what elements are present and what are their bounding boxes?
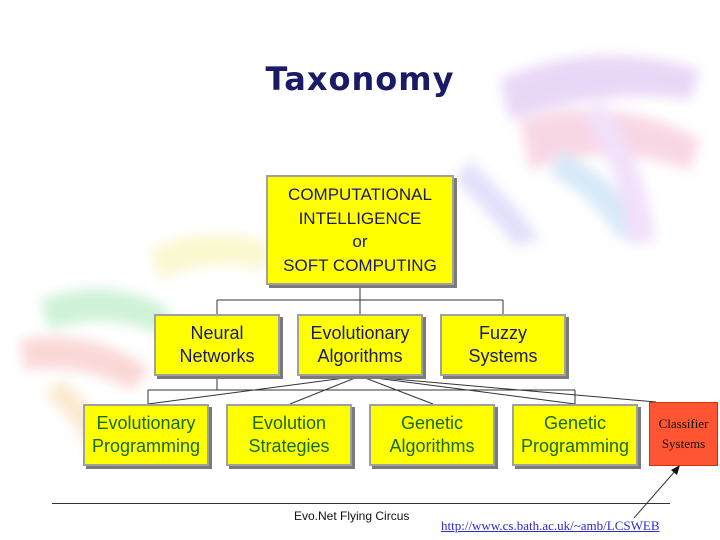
- node-evolutionary-algorithms: Evolutionary Algorithms: [297, 314, 423, 376]
- footer-text: Evo.Net Flying Circus: [294, 509, 410, 523]
- slide-title: Taxonomy: [265, 60, 455, 98]
- url-arrow-head: [671, 465, 680, 475]
- fan-evstrat-line: [289, 375, 361, 405]
- footer-divider: [52, 503, 670, 504]
- fan-genalg-line: [359, 375, 434, 405]
- root-node: COMPUTATIONAL INTELLIGENCE or SOFT COMPU…: [266, 175, 454, 285]
- node-classifier-systems: Classifier Systems: [649, 402, 718, 466]
- node-fuzzy-systems: Fuzzy Systems: [440, 314, 566, 376]
- fan-evprog-line: [147, 375, 361, 405]
- fan-classifier-line: [359, 375, 657, 403]
- node-neural-networks: Neural Networks: [154, 314, 280, 376]
- node-genetic-programming: Genetic Programming: [512, 404, 638, 466]
- fan-genprog-line: [359, 375, 576, 405]
- classifier-url-link[interactable]: http://www.cs.bath.ac.uk/~amb/LCSWEB: [441, 518, 660, 533]
- node-genetic-algorithms: Genetic Algorithms: [369, 404, 495, 466]
- node-evolutionary-programming: Evolutionary Programming: [83, 404, 209, 466]
- node-evolution-strategies: Evolution Strategies: [226, 404, 352, 466]
- url-arrow-line: [633, 469, 677, 519]
